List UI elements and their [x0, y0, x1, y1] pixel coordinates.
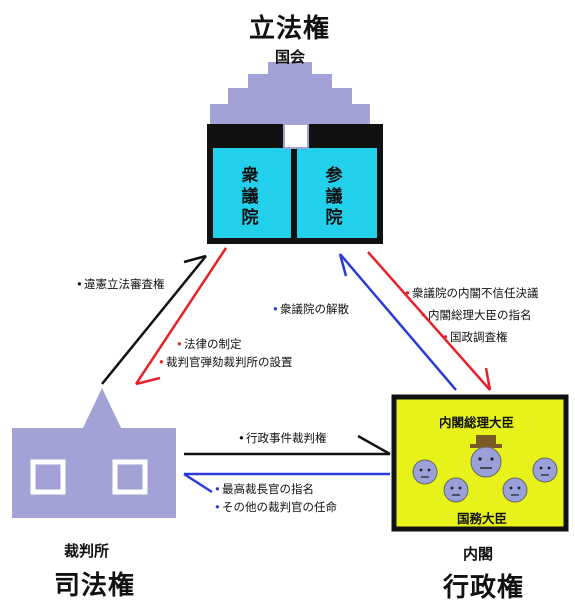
executive-power-label: 行政権	[443, 573, 525, 603]
house-of-representatives-box	[213, 148, 291, 238]
diet-building	[207, 62, 383, 244]
prime-minister-face	[470, 446, 502, 478]
court-roof	[82, 388, 122, 430]
minister-faces	[412, 457, 558, 503]
judicial-power-label: 司法権	[54, 571, 136, 601]
court-label: 裁判所	[64, 542, 110, 560]
note-investigation: •国政調査権	[442, 330, 508, 344]
legislative-power-label: 立法権	[249, 14, 331, 44]
arrow-dissolution	[338, 253, 457, 391]
note-judge-appointment: •その他の裁判官の任命	[214, 500, 337, 514]
court-building	[12, 388, 176, 518]
arrow-no-confidence	[367, 251, 492, 391]
note-dissolution: •衆議院の解散	[272, 302, 349, 316]
house-of-councillors-label: 参議院	[325, 166, 343, 228]
note-law-enactment: •法律の制定	[176, 337, 242, 351]
ministers-label: 国務大臣	[457, 511, 508, 526]
prime-minister-label: 内閣総理大臣	[439, 415, 515, 430]
arrow-legislation	[134, 247, 228, 386]
note-pm-nomination: •内閣総理大臣の指名	[420, 308, 532, 322]
court-window-left	[30, 459, 66, 495]
note-no-confidence: •衆議院の内閣不信任決議	[404, 286, 539, 300]
note-impeachment-court: •裁判官弾劾裁判所の設置	[158, 355, 293, 369]
cabinet-box	[391, 394, 569, 532]
arrow-administrative-litigation	[184, 434, 391, 456]
house-of-councillors-box	[297, 148, 377, 238]
house-of-representatives-label: 衆議院	[241, 166, 259, 228]
cabinet-label: 内閣	[463, 545, 494, 563]
prime-minister-hat	[476, 435, 496, 445]
court-window-right	[112, 459, 148, 495]
note-administrative-litigation: •行政事件裁判権	[238, 431, 327, 445]
arrow-judicial-review	[101, 254, 207, 385]
diet-label: 国会	[275, 48, 306, 66]
diet-roof	[210, 62, 370, 128]
court-body	[12, 428, 176, 518]
note-chief-justice: •最高裁長官の指名	[214, 482, 314, 496]
note-judicial-review: •違憲立法審査権	[76, 277, 165, 291]
arrow-appointment	[183, 472, 390, 494]
